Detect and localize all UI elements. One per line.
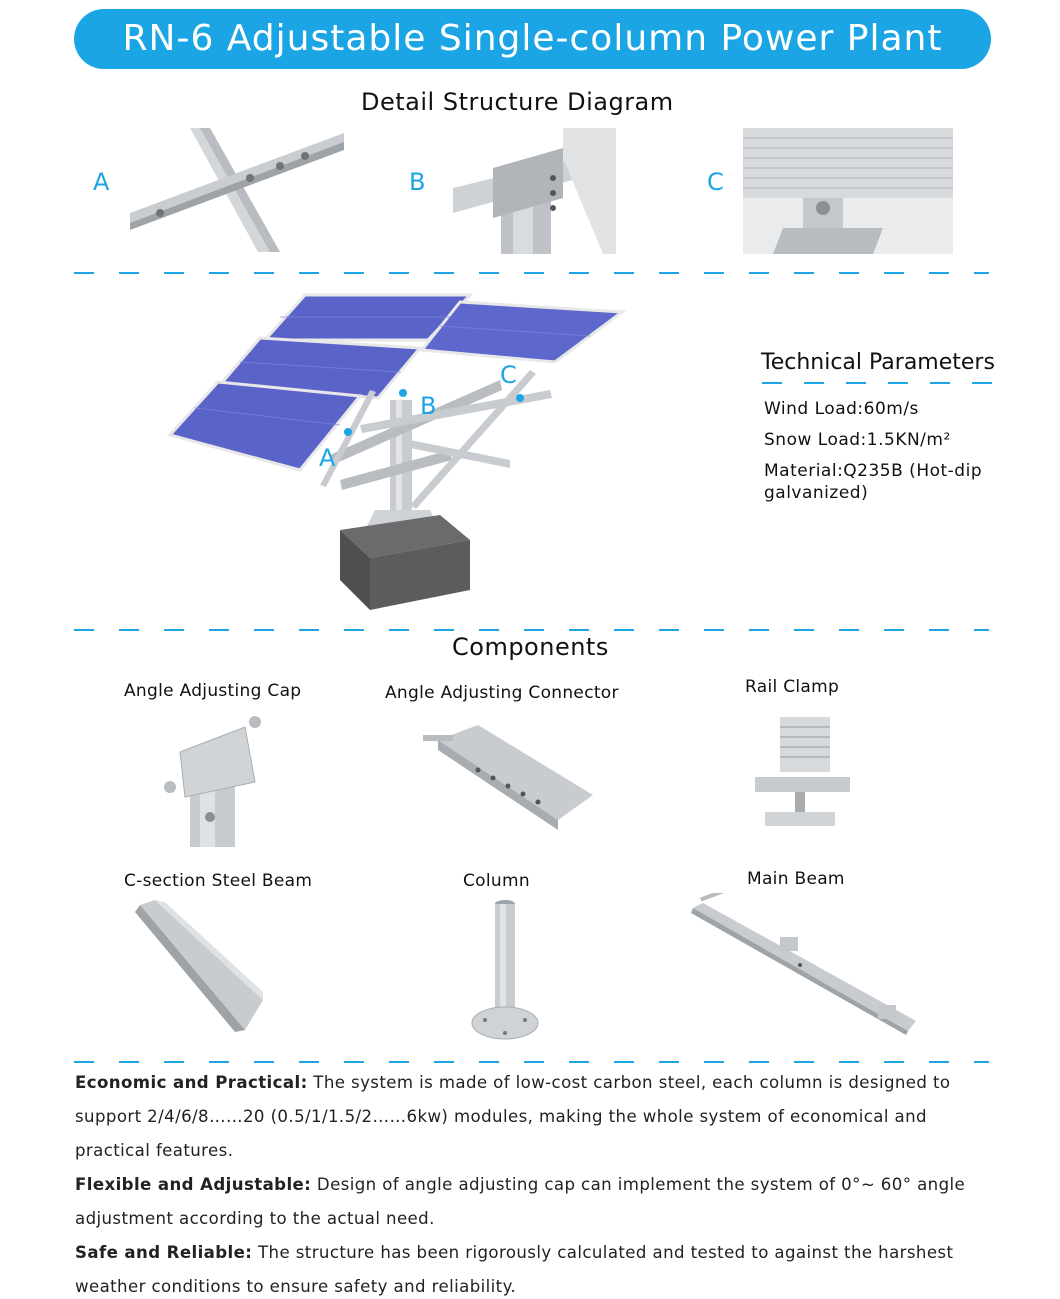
- page-title: RN-6 Adjustable Single-column Power Plan…: [122, 18, 943, 59]
- feature-safe: Safe and Reliable: The structure has bee…: [75, 1236, 1005, 1299]
- connector-photo: [418, 720, 598, 832]
- page-title-banner: RN-6 Adjustable Single-column Power Plan…: [74, 9, 991, 69]
- column-photo: [470, 898, 540, 1043]
- detail-letter-c: C: [707, 168, 724, 196]
- section-divider: [74, 629, 989, 631]
- feature-economic-heading: Economic and Practical:: [75, 1073, 308, 1092]
- feature-economic: Economic and Practical: The system is ma…: [75, 1066, 1005, 1168]
- detail-section-title: Detail Structure Diagram: [361, 88, 674, 116]
- param-material: Material:Q235B (Hot-dip galvanized): [764, 461, 983, 503]
- param-wind-load: Wind Load:60m/s: [764, 399, 919, 419]
- feature-flexible-heading: Flexible and Adjustable:: [75, 1175, 312, 1194]
- callout-c: C: [500, 361, 517, 389]
- components-section-title: Components: [452, 633, 609, 661]
- rail-clamp-detail-photo: [743, 128, 953, 254]
- c-beam-photo: [135, 900, 265, 1035]
- param-snow-load: Snow Load:1.5KN/m²: [764, 430, 951, 450]
- section-divider: [74, 272, 989, 274]
- feature-safe-heading: Safe and Reliable:: [75, 1243, 253, 1262]
- component-label-angle-cap: Angle Adjusting Cap: [124, 681, 302, 701]
- rail-clamp-photo: [745, 712, 855, 830]
- component-label-connector: Angle Adjusting Connector: [385, 683, 619, 703]
- angle-cap-photo: [155, 712, 275, 847]
- technical-parameters-title: Technical Parameters: [761, 350, 995, 375]
- component-label-rail-clamp: Rail Clamp: [745, 677, 840, 697]
- column-cap-photo: [453, 128, 616, 254]
- detail-letter-a: A: [93, 168, 110, 196]
- component-label-c-beam: C-section Steel Beam: [124, 871, 313, 891]
- main-beam-photo: [688, 893, 918, 1038]
- detail-letter-b: B: [409, 168, 426, 196]
- feature-economic-text: The system is made of low-cost carbon st…: [75, 1073, 951, 1160]
- rail-joint-photo: [130, 128, 344, 252]
- feature-flexible: Flexible and Adjustable: Design of angle…: [75, 1168, 1005, 1236]
- feature-flexible-text: Design of angle adjusting cap can implem…: [75, 1175, 966, 1228]
- technical-divider: [762, 382, 1002, 384]
- solar-tracker-overview: [160, 290, 630, 615]
- feature-safe-text: The structure has been rigorously calcul…: [75, 1243, 954, 1296]
- section-divider: [74, 1061, 989, 1063]
- component-label-column: Column: [463, 871, 530, 891]
- callout-b: B: [420, 392, 437, 420]
- component-label-main-beam: Main Beam: [747, 869, 845, 889]
- callout-a: A: [319, 444, 336, 472]
